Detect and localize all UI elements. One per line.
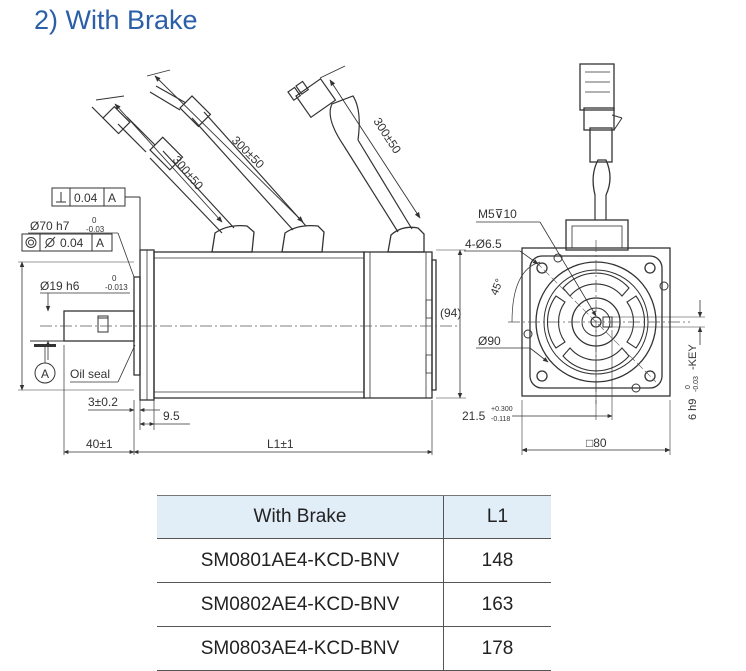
model-cell: SM0802AE4-KCD-BNV [157,582,444,627]
body-length: L1±1 [267,437,294,451]
key-offset-tol-lower: -0.118 [491,416,510,423]
flange-thickness: 9.5 [163,409,180,423]
perp-datum: A [108,191,116,205]
key-offset: 21.5 [462,409,486,423]
model-cell: SM0803AE4-KCD-BNV [157,626,444,671]
angle-label: 45° [489,277,506,297]
key-tol-lower: -0.03 [693,376,700,392]
cable-1 [91,105,235,234]
key-tol-upper: 0 [685,385,692,389]
pcd-label: Ø90 [478,334,501,348]
l1-cell: 163 [443,582,551,627]
tap-label: M5⊽10 [478,207,517,221]
shaft-tol-upper: 0 [112,274,117,283]
l1-cell: 148 [443,538,551,583]
l1-cell: 178 [443,626,551,671]
table-row: SM0803AE4-KCD-BNV 178 [157,626,551,671]
oil-seal-label: Oil seal [70,367,110,381]
connector-housing-3 [387,226,425,253]
pilot-diameter: Ø70 h7 [30,219,70,233]
section-heading: 2) With Brake [34,5,198,35]
height-dim: (94) [440,306,461,320]
key-offset-tol-upper: +0.300 [491,406,513,413]
shaft-length: 40±1 [86,437,113,451]
model-cell: SM0801AE4-KCD-BNV [157,538,444,583]
shaft-tol-lower: -0.013 [105,283,128,292]
key-width: 6 h9 [687,399,699,420]
datum-a-label: A [41,367,49,381]
perpendicularity-frame [51,187,141,250]
col-header-model: With Brake [157,495,444,539]
model-table: With Brake L1 SM0801AE4-KCD-BNV 148 SM08… [157,495,551,671]
brake-section [363,251,433,399]
pilot-tol-upper: 0 [92,216,97,225]
holes-label: 4-Ø6.5 [465,237,502,251]
shaft-diameter: Ø19 h6 [40,279,80,293]
cable-1-length: 300±50 [170,153,207,193]
concentricity-frame [21,233,113,252]
connector-housing-2 [281,225,325,253]
perp-tol: 0.04 [74,191,98,205]
table-header-row: With Brake L1 [157,495,551,539]
motor-drawing: 300±50 300±50 300±50 0.04 A Ø70 h7 0 -0.… [18,63,705,455]
connector-housing-1 [211,225,255,253]
motor-body [153,251,365,399]
pilot-tol-lower: -0.03 [86,225,105,234]
square-dim: □80 [586,436,607,450]
table-row: SM0801AE4-KCD-BNV 148 [157,538,551,583]
conc-datum: A [96,236,104,250]
col-header-l1: L1 [443,495,551,539]
table-row: SM0802AE4-KCD-BNV 163 [157,582,551,627]
cable-exit [565,219,629,251]
conc-tol: 0.04 [60,236,84,250]
key-label: -KEY [687,344,699,370]
flange-gap: 3±0.2 [88,395,118,409]
